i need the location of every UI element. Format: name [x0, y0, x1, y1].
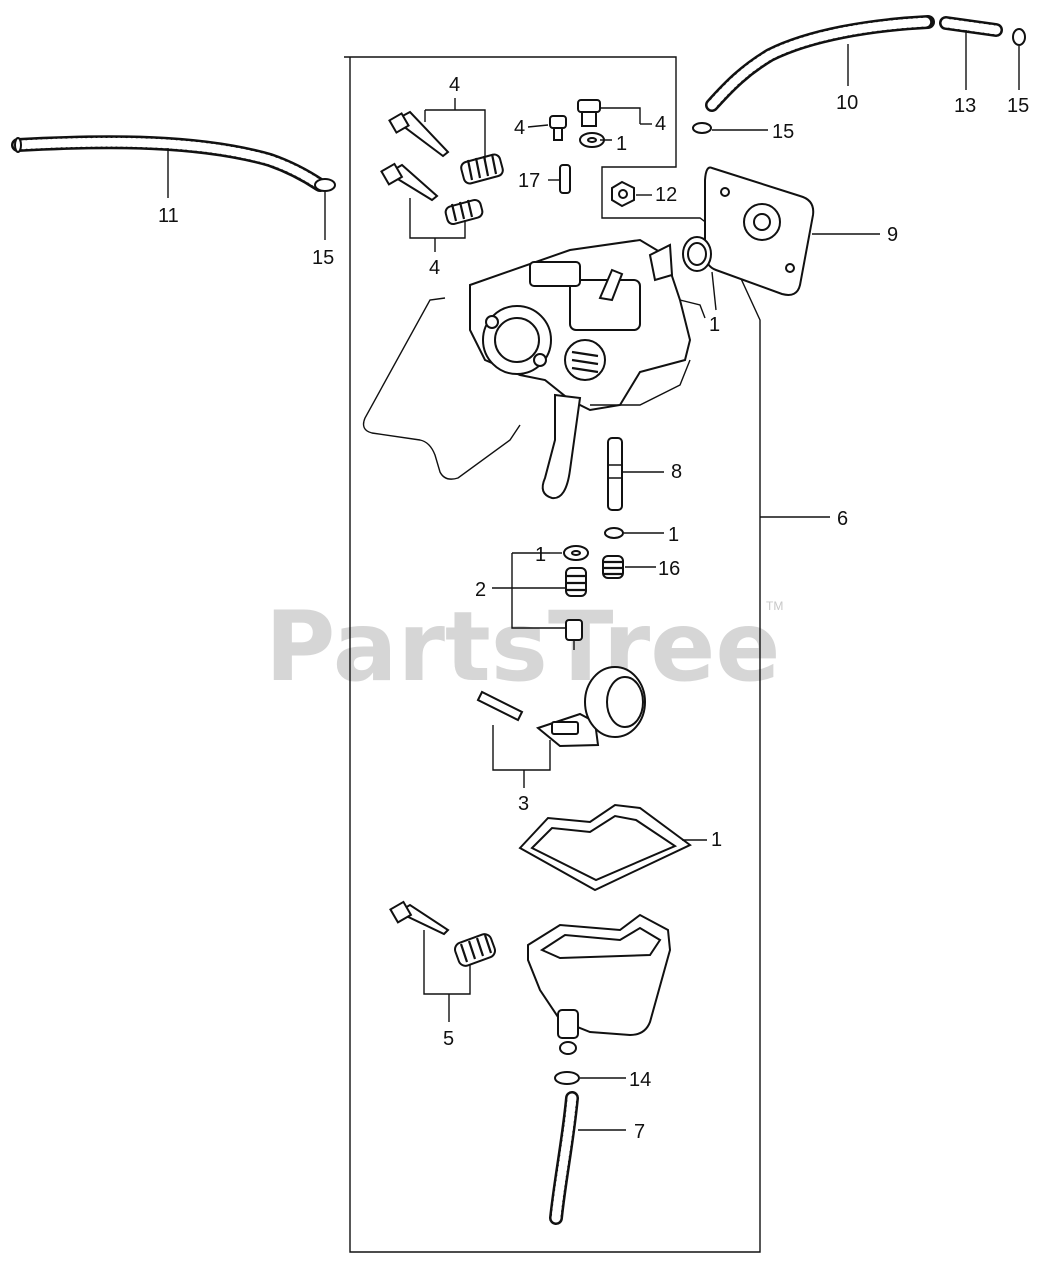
hose-clip-15-left [314, 178, 336, 192]
main-nozzle-8 [607, 437, 623, 511]
callout-8: 8 [671, 461, 682, 483]
float-needle [565, 619, 583, 650]
callout-9: 9 [887, 224, 898, 246]
float-chamber-gasket [518, 803, 692, 892]
fuel-hose-13 [939, 16, 1003, 37]
callout-4-top: 4 [449, 74, 460, 96]
callout-14: 14 [629, 1069, 651, 1091]
insulator-gasket-9 [704, 166, 815, 296]
float-pin [476, 690, 524, 722]
drain-screw [389, 900, 450, 936]
washer-jet [579, 132, 605, 148]
spring-lower [444, 198, 484, 226]
float-valve-seat [565, 567, 587, 597]
watermark-trademark: TM [766, 599, 783, 613]
hose-clip-15-mid [692, 122, 712, 134]
callout-15-left: 15 [312, 247, 334, 269]
pilot-screw-lower [380, 162, 439, 202]
washer-nozzle [604, 527, 624, 539]
callout-1-oring: 1 [709, 314, 720, 336]
callout-10: 10 [836, 92, 858, 114]
throttle-lever [541, 393, 582, 500]
callout-4-lower: 4 [429, 257, 440, 279]
spring-upper [460, 153, 504, 185]
drain-spring [454, 933, 496, 967]
callout-16: 16 [658, 558, 680, 580]
wire-link [362, 297, 521, 480]
jet-large [577, 99, 601, 127]
leader-lines [167, 30, 1020, 1131]
watermark-text: PartsTree [265, 591, 780, 703]
callout-4-bracket: 4 [655, 113, 666, 135]
callout-labels: 11 15 4 4 4 4 1 17 12 10 13 15 15 9 1 8 … [158, 74, 1029, 1143]
float-3 [535, 666, 646, 748]
fuel-hose-11 [11, 135, 327, 192]
callout-6: 6 [837, 508, 848, 530]
needle-17 [559, 164, 571, 194]
washer-seat [563, 545, 589, 561]
callout-1-washer: 1 [616, 133, 627, 155]
callout-7: 7 [634, 1121, 645, 1143]
jet-16 [602, 555, 624, 579]
callout-4-jet: 4 [514, 117, 525, 139]
jet-small [549, 115, 567, 141]
fuel-hose-10 [705, 15, 935, 112]
drain-tube-7 [549, 1091, 579, 1225]
callout-11: 11 [158, 205, 179, 227]
hose-clip-15-right [1012, 28, 1026, 46]
callout-1-nozzle: 1 [668, 524, 679, 546]
carburetor-body [469, 238, 706, 412]
callout-1-seat: 1 [535, 544, 546, 566]
callout-1-gasket: 1 [711, 829, 722, 851]
callout-15-right: 15 [1007, 95, 1029, 117]
callout-3: 3 [518, 793, 529, 815]
pilot-screw-upper [388, 110, 450, 158]
callout-17: 17 [518, 170, 540, 192]
callout-12: 12 [655, 184, 677, 206]
hose-clip-14 [554, 1071, 580, 1085]
float-chamber-bowl [527, 913, 672, 1055]
callout-5: 5 [443, 1028, 454, 1050]
callout-13: 13 [954, 95, 976, 117]
o-ring-gasket [682, 236, 712, 272]
callout-15-mid: 15 [772, 121, 794, 143]
nut-12 [611, 180, 635, 208]
callout-2: 2 [475, 579, 486, 601]
